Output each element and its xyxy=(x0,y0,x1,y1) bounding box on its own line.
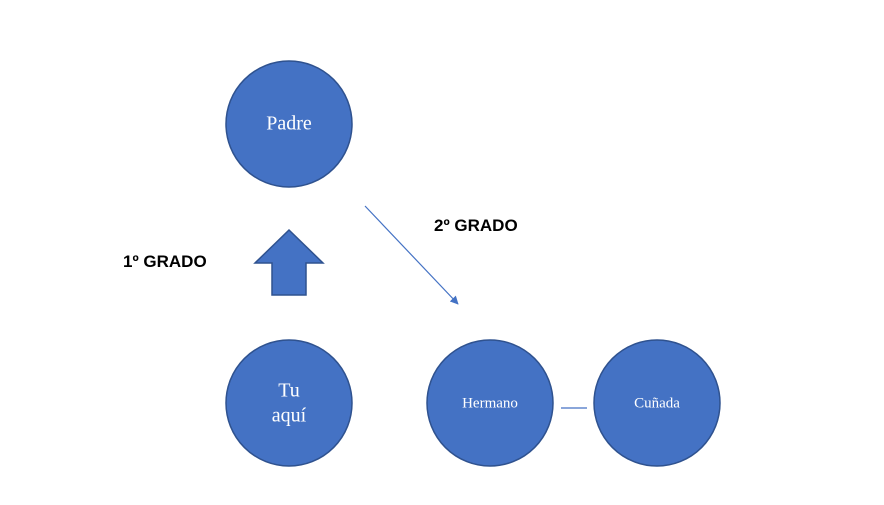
node-tu-circle xyxy=(225,339,353,467)
node-padre: Padre xyxy=(225,60,353,188)
second-degree-label: 2º GRADO xyxy=(434,216,518,235)
node-hermano-label: Hermano xyxy=(462,395,518,411)
node-padre-circle xyxy=(225,60,353,188)
node-tu: Tu aquí xyxy=(225,339,353,467)
node-cunada-circle xyxy=(593,339,721,467)
second-degree-arrow xyxy=(364,205,459,305)
node-tu-label-line2: aquí xyxy=(272,405,307,427)
node-cunada-label: Cuñada xyxy=(634,395,680,411)
node-hermano: Hermano xyxy=(426,339,554,467)
node-cunada: Cuñada xyxy=(593,339,721,467)
first-degree-label: 1º GRADO xyxy=(123,252,207,271)
node-hermano-circle xyxy=(426,339,554,467)
up-arrow-icon xyxy=(253,228,325,296)
node-padre-label: Padre xyxy=(266,113,312,135)
node-tu-label-line1: Tu xyxy=(278,380,300,402)
